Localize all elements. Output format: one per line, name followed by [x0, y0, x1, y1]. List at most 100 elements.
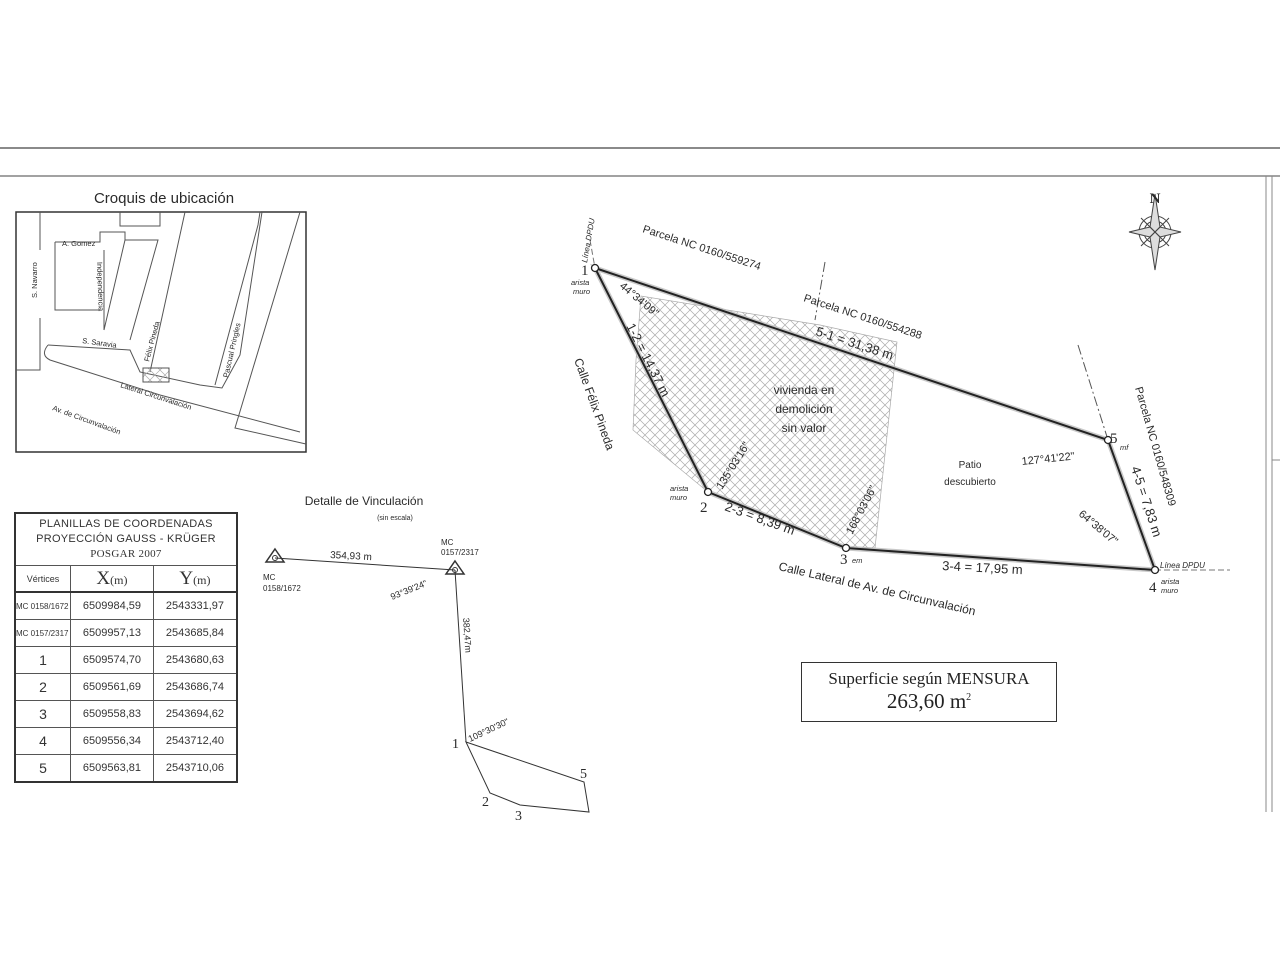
cell-y: 2543680,63	[152, 646, 238, 674]
vertex-note: mf	[1120, 443, 1129, 452]
cell-vertex: 4	[14, 727, 71, 755]
parcel-plan: N Parcela NC 0160/559274 Parcela NC 0160…	[571, 191, 1230, 618]
vertex-note: arista	[670, 484, 688, 493]
street-label: Lateral Circunvalación	[119, 380, 192, 411]
vertex-note: arista	[1161, 577, 1179, 586]
vertex-marker	[1103, 435, 1113, 445]
header-unit: (m)	[110, 572, 128, 587]
building-label: vivienda en	[774, 383, 835, 397]
area-unit-exponent: 2	[966, 692, 972, 703]
distance-label: 382,47m	[461, 617, 473, 653]
cell-x: 6509558,83	[70, 700, 154, 728]
vertex-label: 2	[482, 795, 489, 810]
table-title: PLANILLAS DE COORDENADAS PROYECCIÓN GAUS…	[14, 512, 238, 566]
cell-y: 2543710,06	[152, 754, 238, 783]
cell-x: 6509561,69	[70, 673, 154, 701]
area-box: Superficie según MENSURA 263,60 m2	[801, 662, 1057, 722]
vertex-label: 2	[700, 500, 708, 516]
building-label: demolición	[775, 402, 832, 416]
street-label: Av. de Circunvalación	[51, 403, 122, 436]
benchmark-label: MC	[441, 538, 454, 547]
table-header: Vértices X(m) Y(m)	[14, 565, 238, 593]
angle-label: 109°30'30"	[467, 716, 511, 743]
angle-label: 64°38'07"	[1076, 508, 1120, 548]
neighbor-boundary	[1077, 344, 1109, 441]
vertex-label: 1	[452, 737, 459, 752]
cell-x: 6509957,13	[70, 619, 154, 647]
benchmark-id: 0158/1672	[263, 584, 301, 593]
header-y: Y(m)	[152, 565, 238, 593]
header-x: X(m)	[70, 565, 154, 593]
neighbor-boundary	[814, 261, 826, 321]
table-title-line: POSGAR 2007	[90, 548, 162, 560]
vertex-note: muro	[1161, 586, 1178, 595]
cell-vertex: 2	[14, 673, 71, 701]
header-vertex: Vértices	[14, 565, 71, 593]
cell-y: 2543686,74	[152, 673, 238, 701]
angle-label: 127°41'22"	[1021, 450, 1075, 468]
cell-x: 6509574,70	[70, 646, 154, 674]
benchmark-triangle-icon	[264, 547, 286, 563]
street-label: S. Navarro	[30, 262, 39, 298]
cell-vertex: MC 0158/1672	[14, 591, 71, 620]
dpdu-label: Línea DPDU	[580, 217, 597, 263]
vertex-note: em	[852, 556, 862, 565]
area-label: Superficie según MENSURA	[828, 669, 1030, 688]
vertex-marker	[590, 263, 600, 273]
vertex-note: muro	[670, 493, 687, 502]
vertex-label: 5	[580, 767, 587, 782]
cell-y: 2543331,97	[152, 591, 238, 620]
vertex-label: 5	[1110, 431, 1118, 447]
header-x-label: X	[96, 567, 111, 589]
location-sketch-frame	[15, 211, 307, 453]
cell-y: 2543685,84	[152, 619, 238, 647]
vertex-label: 3	[515, 809, 522, 824]
link-detail-subtitle: (sin escala)	[377, 515, 413, 522]
header-y-label: Y	[179, 567, 194, 589]
cell-y: 2543694,62	[152, 700, 238, 728]
patio-label: Patio	[959, 460, 982, 471]
location-sketch: Croquis de ubicación A. Gomez S. Navarro…	[15, 190, 307, 453]
location-sketch-title: Croquis de ubicación	[94, 190, 234, 207]
table-title-line: PLANILLAS DE COORDENADAS	[39, 518, 213, 530]
patio-label: descubierto	[944, 477, 996, 488]
parcel-boundary	[593, 266, 1157, 572]
vertex-label: 4	[1149, 580, 1157, 596]
street-label: A. Gomez	[62, 239, 96, 248]
distance-label: 354,93 m	[330, 550, 372, 563]
side-length: 3-4 = 17,95 m	[942, 558, 1023, 577]
north-label: N	[1150, 191, 1161, 207]
building-label: sin valor	[782, 421, 827, 435]
vertex-label: 3	[840, 552, 848, 568]
angle-label: 93°39'24"	[389, 578, 428, 602]
table-title-line: PROYECCIÓN GAUSS - KRÜGER	[36, 533, 216, 545]
cell-vertex: 3	[14, 700, 71, 728]
cell-y: 2543712,40	[152, 727, 238, 755]
area-value: 263,60 m	[886, 689, 967, 713]
street-label: Calle Félix Pineda	[571, 356, 617, 452]
vertex-label: 1	[581, 263, 589, 279]
benchmark-triangle-icon	[444, 559, 466, 575]
link-detail-title: Detalle de Vinculación	[305, 494, 424, 508]
vertex-marker	[703, 487, 713, 497]
cell-x: 6509563,81	[70, 754, 154, 783]
cell-vertex: 1	[14, 646, 71, 674]
link-detail: Detalle de Vinculación (sin escala) MC 0…	[263, 494, 590, 824]
cell-vertex: 5	[14, 754, 71, 783]
street-label: Independencia	[95, 262, 106, 312]
cell-vertex: MC 0157/2317	[14, 619, 71, 647]
vertex-marker	[841, 543, 851, 553]
street-label: Félix Pineda	[142, 320, 162, 363]
vertex-note: arista	[571, 278, 589, 287]
cell-x: 6509556,34	[70, 727, 154, 755]
area-value-line: 263,60 m2	[802, 689, 1056, 714]
benchmark-id: 0157/2317	[441, 548, 479, 557]
north-arrow-icon	[1128, 193, 1182, 271]
